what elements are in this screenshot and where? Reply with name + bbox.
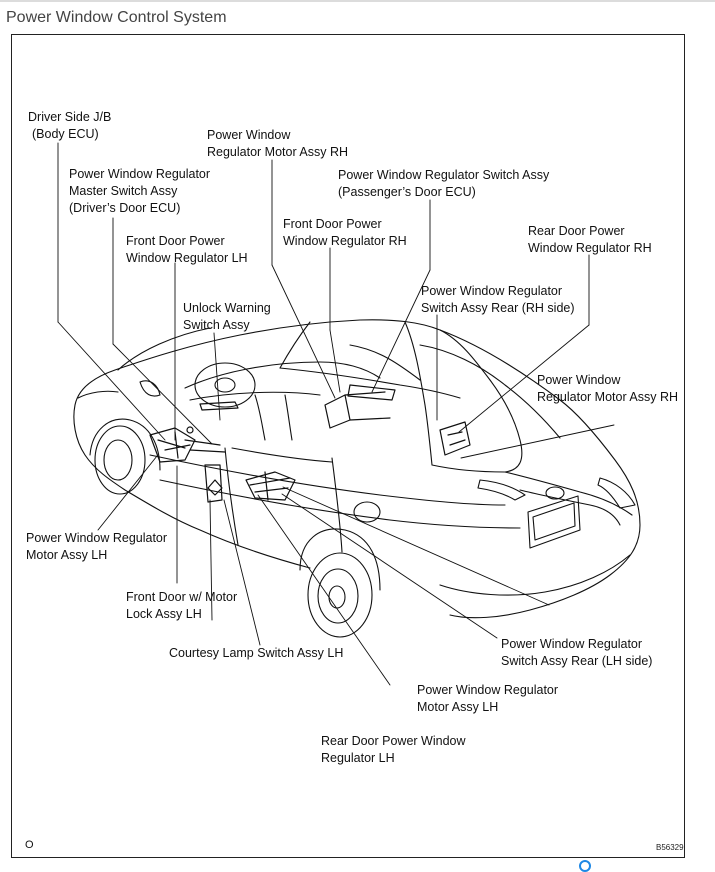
label-motor-lh-left: Power Window Regulator Motor Assy LH — [26, 530, 167, 564]
label-switch-assy: Power Window Regulator Switch Assy (Pass… — [338, 167, 549, 201]
label-line: Window Regulator RH — [528, 241, 652, 255]
label-courtesy-lamp: Courtesy Lamp Switch Assy LH — [169, 645, 343, 662]
corner-mark: O — [25, 839, 34, 851]
label-line: Switch Assy Rear (LH side) — [501, 654, 653, 668]
label-unlock-warning: Unlock Warning Switch Assy — [183, 300, 271, 334]
label-driver-side-jb: Driver Side J/B (Body ECU) — [28, 109, 111, 143]
label-line: Regulator Motor Assy RH — [207, 145, 349, 159]
label-line: Power Window Regulator — [421, 284, 563, 298]
label-line: Window Regulator LH — [126, 251, 248, 265]
label-line: Rear Door Power — [528, 224, 625, 238]
label-motor-lh-bottom: Power Window Regulator Motor Assy LH — [417, 682, 558, 716]
label-line: (Driver’s Door ECU) — [69, 201, 181, 215]
label-line: Power Window Regulator — [26, 531, 168, 545]
label-line: Rear Door Power Window — [321, 734, 466, 748]
label-switch-rear-rh: Power Window Regulator Switch Assy Rear … — [421, 283, 575, 317]
label-line: Power Window Regulator — [69, 167, 211, 181]
label-line: Regulator LH — [321, 751, 395, 765]
label-line: Master Switch Assy — [69, 184, 178, 198]
figure-code: B56329 — [656, 843, 684, 852]
label-line: Regulator Motor Assy RH — [537, 390, 679, 404]
label-motor-rh-top: Power Window Regulator Motor Assy RH — [207, 127, 348, 161]
label-line: Power Window — [207, 128, 291, 142]
label-line: (Passenger’s Door ECU) — [338, 185, 476, 199]
diagram-frame — [11, 34, 685, 858]
label-switch-rear-lh: Power Window Regulator Switch Assy Rear … — [501, 636, 652, 670]
label-line: Driver Side J/B — [28, 110, 112, 124]
label-door-lock-lh: Front Door w/ Motor Lock Assy LH — [126, 589, 237, 623]
label-line: Power Window Regulator — [501, 637, 643, 651]
label-line: Courtesy Lamp Switch Assy LH — [169, 646, 344, 660]
label-line: Lock Assy LH — [126, 607, 202, 621]
label-motor-rh-right: Power Window Regulator Motor Assy RH — [537, 372, 678, 406]
label-line: Power Window — [537, 373, 621, 387]
label-line: Unlock Warning — [183, 301, 271, 315]
label-line: Front Door Power — [283, 217, 382, 231]
label-line: Front Door Power — [126, 234, 225, 248]
label-line: Switch Assy Rear (RH side) — [421, 301, 575, 315]
label-front-regulator-rh: Front Door Power Window Regulator RH — [283, 216, 407, 250]
label-line: Motor Assy LH — [26, 548, 108, 562]
label-line: Switch Assy — [183, 318, 250, 332]
label-line: Power Window Regulator Switch Assy — [338, 168, 550, 182]
car-body-outline — [73, 319, 641, 638]
scroll-indicator-icon[interactable] — [579, 860, 591, 872]
label-line: Window Regulator RH — [283, 234, 407, 248]
title-bar: Power Window Control System — [0, 0, 715, 32]
label-line: Power Window Regulator — [417, 683, 559, 697]
label-line: Motor Assy LH — [417, 700, 499, 714]
label-rear-regulator-lh: Rear Door Power Window Regulator LH — [321, 733, 466, 767]
leader-lines — [57, 142, 615, 686]
label-rear-regulator-rh: Rear Door Power Window Regulator RH — [528, 223, 652, 257]
label-master-switch: Power Window Regulator Master Switch Ass… — [69, 166, 210, 217]
label-front-regulator-lh: Front Door Power Window Regulator LH — [126, 233, 248, 267]
label-line: (Body ECU) — [32, 127, 99, 141]
label-line: Front Door w/ Motor — [126, 590, 238, 604]
page-title: Power Window Control System — [6, 9, 227, 26]
components — [149, 384, 471, 503]
